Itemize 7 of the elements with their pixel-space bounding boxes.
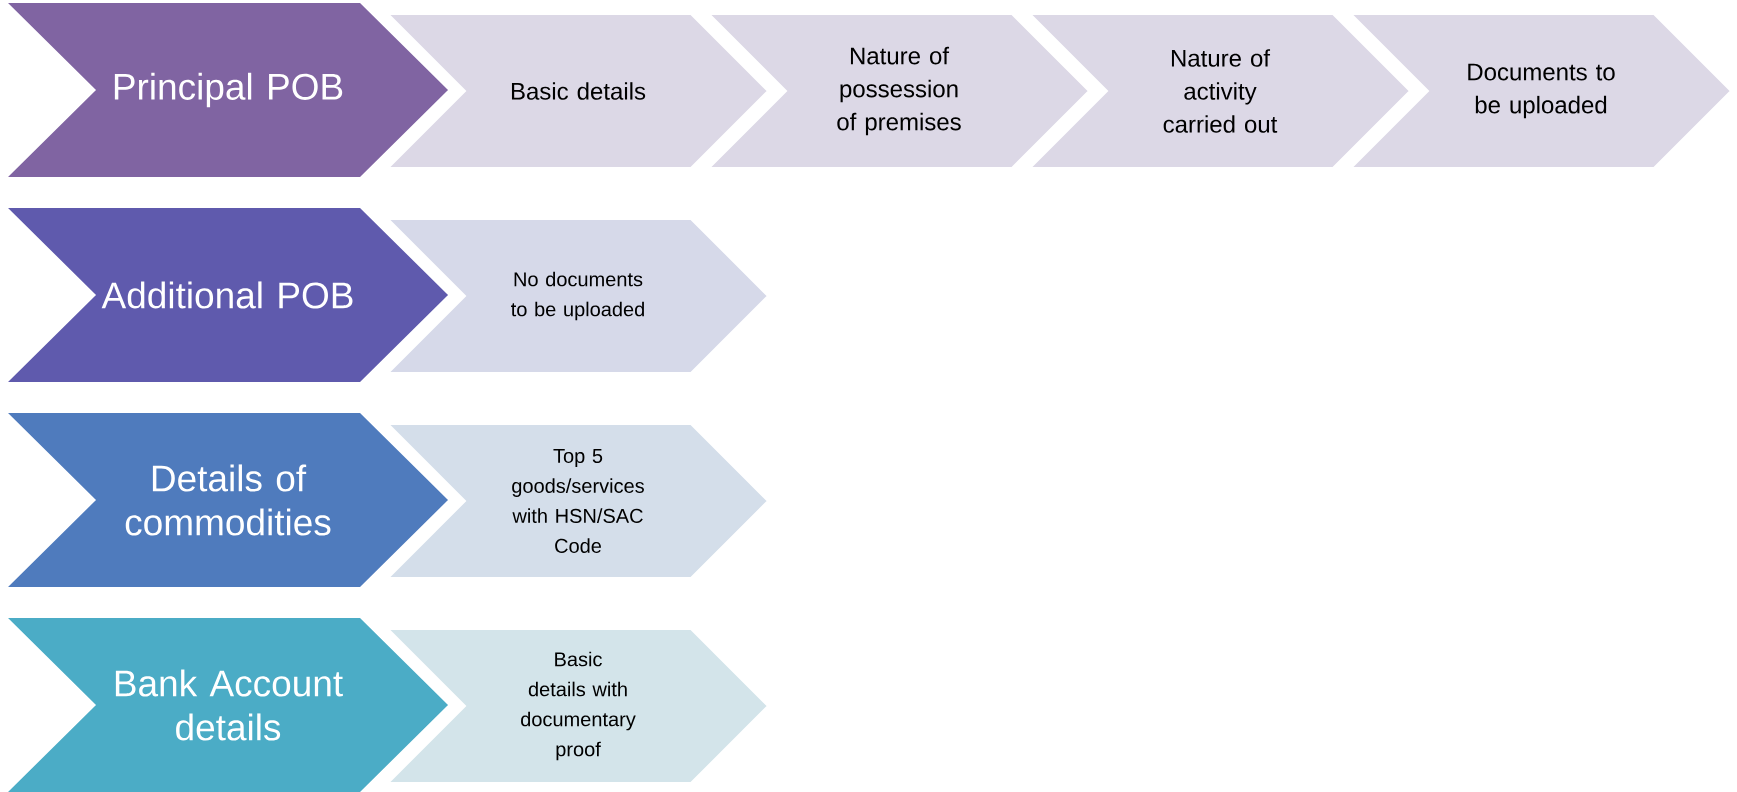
node-label: Documents to be uploaded (1468, 63, 1615, 119)
process-step: Basic details with documentary proof (385, 628, 770, 784)
heading-step: Bank Account details (8, 618, 448, 792)
heading-step: Details of commodities (8, 413, 448, 587)
heading-step: Additional POB (8, 208, 448, 382)
process-step: Documents to be uploaded (1348, 13, 1733, 169)
heading-step: Principal POB (8, 3, 448, 177)
